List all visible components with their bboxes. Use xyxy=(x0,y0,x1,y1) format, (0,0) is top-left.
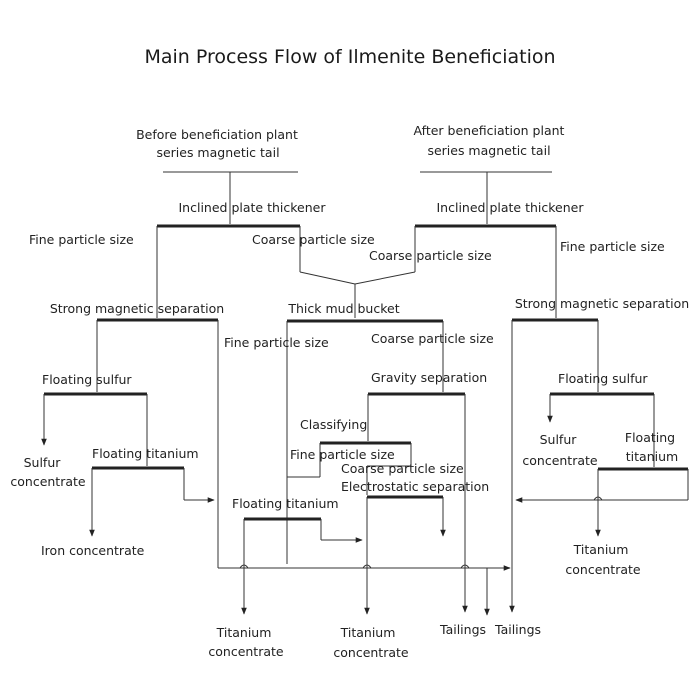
titanium-concentrate-b-line1: Titanium xyxy=(340,625,396,640)
coarse-left-label: Coarse particle size xyxy=(252,232,375,247)
sulfur-concentrate-right-line2: concentrate xyxy=(522,453,598,468)
feed-left-label-line2: series magnetic tail xyxy=(156,145,279,160)
thick-mud-bucket-label: Thick mud bucket xyxy=(287,301,399,316)
thickener-right-label: Inclined plate thickener xyxy=(437,200,585,215)
titanium-concentrate-a-line2: concentrate xyxy=(208,644,284,659)
feed-left-label-line1: Before beneficiation plant xyxy=(136,127,298,142)
classifying-branch xyxy=(287,441,412,495)
floating-titanium-mid-branch xyxy=(241,517,363,615)
strong-magnetic-left-label: Strong magnetic separation xyxy=(50,301,224,316)
titanium-concentrate-b-line2: concentrate xyxy=(333,645,409,660)
iron-concentrate-label: Iron concentrate xyxy=(41,543,145,558)
titanium-concentrate-right-line1: Titanium xyxy=(573,542,629,557)
fine-mid-label: Fine particle size xyxy=(224,335,329,350)
floating-sulfur-left-label: Floating sulfur xyxy=(42,372,132,387)
coarse-classify-label: Coarse particle size xyxy=(341,461,464,476)
fine-left-label: Fine particle size xyxy=(29,232,134,247)
bottom-collector-line xyxy=(218,564,511,571)
floating-titanium-mid-label: Floating titanium xyxy=(232,496,339,511)
feed-right-label-line2: series magnetic tail xyxy=(427,143,550,158)
thickener-left-label: Inclined plate thickener xyxy=(179,200,327,215)
thickener-left-branches xyxy=(156,224,356,318)
floating-sulfur-right-label: Floating sulfur xyxy=(558,371,648,386)
sulfur-concentrate-left-line1: Sulfur xyxy=(24,455,62,470)
fine-classify-label: Fine particle size xyxy=(290,447,395,462)
right-strong-magnetic-branch xyxy=(509,318,689,613)
titanium-concentrate-right-line2: concentrate xyxy=(565,562,641,577)
electrostatic-separation-label: Electrostatic separation xyxy=(341,479,489,494)
diagram-labels: Before beneficiation plant series magnet… xyxy=(10,123,689,660)
feed-right-label-line1: After beneficiation plant xyxy=(414,123,565,138)
floating-titanium-left-label: Floating titanium xyxy=(92,446,199,461)
titanium-concentrate-a-line1: Titanium xyxy=(216,625,272,640)
floating-titanium-right-line1: Floating xyxy=(625,430,675,445)
tailings-label-2: Tailings xyxy=(494,622,541,637)
gravity-branch xyxy=(367,392,468,613)
electrostatic-branch xyxy=(364,495,446,615)
sulfur-concentrate-right-line1: Sulfur xyxy=(540,432,578,447)
diagram-title: Main Process Flow of Ilmenite Beneficiat… xyxy=(144,46,556,68)
feed-lines xyxy=(163,171,552,224)
floating-titanium-right-line2: titanium xyxy=(626,449,678,464)
sulfur-concentrate-left-line2: concentrate xyxy=(10,474,86,489)
fine-right-label: Fine particle size xyxy=(560,239,665,254)
strong-magnetic-right-label: Strong magnetic separation xyxy=(515,296,689,311)
middle-thick-mud-branch xyxy=(286,319,490,616)
coarse-mid-label: Coarse particle size xyxy=(371,331,494,346)
thickener-right-branches xyxy=(354,224,557,318)
left-strong-magnetic-branch xyxy=(41,318,219,568)
coarse-right-label: Coarse particle size xyxy=(369,248,492,263)
tailings-label-1: Tailings xyxy=(439,622,486,637)
classifying-label: Classifying xyxy=(300,417,367,432)
gravity-separation-label: Gravity separation xyxy=(371,370,487,385)
